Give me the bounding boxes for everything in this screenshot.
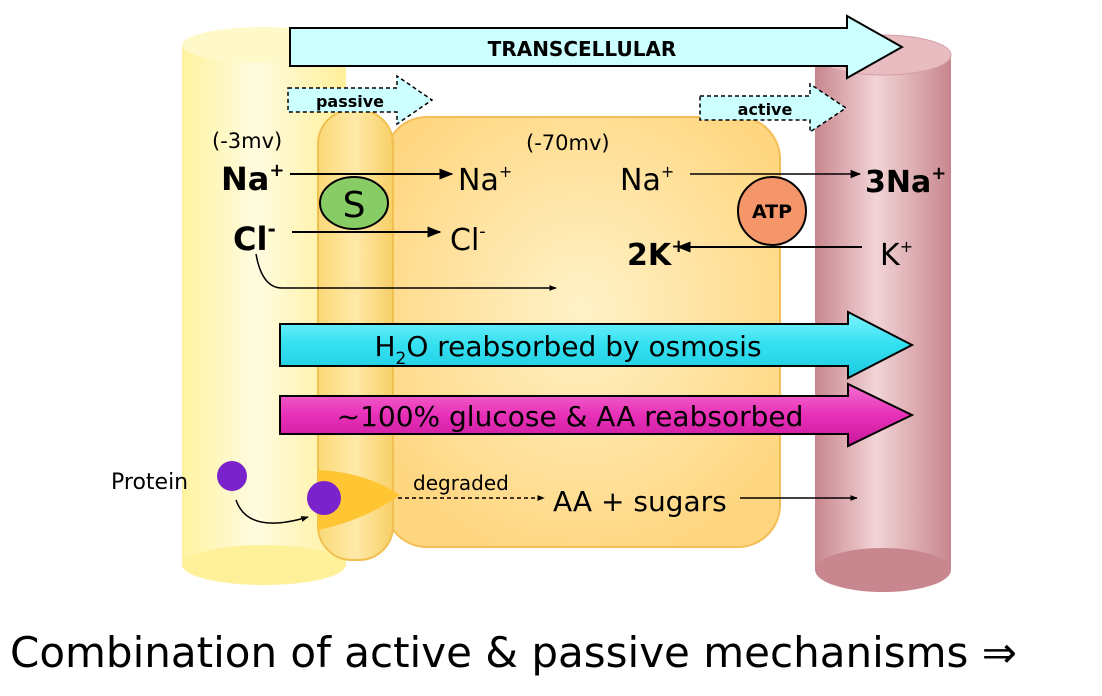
degraded-label: degraded: [413, 471, 509, 495]
protein-uptake-arrow: [235, 499, 309, 524]
active-arrow: active: [699, 82, 848, 134]
water-arrow: H2O reabsorbed by osmosis: [279, 310, 915, 380]
atp-pump: ATP: [737, 176, 807, 246]
cl-paracellular-arrow: [255, 253, 557, 291]
capillary-cylinder: [814, 34, 952, 592]
cell-na-right: Na+: [620, 162, 674, 198]
glucose-arrow: ~100% glucose & AA reabsorbed: [279, 382, 915, 448]
transcellular-arrow: TRANSCELLULAR: [289, 14, 905, 80]
lumen-cl: Cl-: [233, 217, 276, 258]
cell-potential: (-70mv): [526, 131, 610, 155]
protein-label: Protein: [111, 470, 188, 495]
cell-na: Na+: [458, 162, 512, 198]
aa-sugars-label: AA + sugars: [553, 485, 727, 518]
interstitial-k: K+: [880, 237, 913, 273]
lumen-potential: (-3mv): [212, 129, 282, 153]
cell-cl: Cl-: [450, 221, 486, 258]
interstitial-na: 3Na+: [865, 163, 946, 200]
slide-caption: Combination of active & passive mechanis…: [10, 628, 1017, 677]
atp-label: ATP: [752, 201, 792, 223]
passive-label: passive: [316, 92, 384, 111]
lumen-na: Na+: [221, 160, 284, 198]
endocytic-vesicle: [318, 470, 400, 530]
protein-molecule: [217, 461, 247, 491]
internalized-protein: [307, 481, 341, 515]
water-label: H2O reabsorbed by osmosis: [374, 330, 761, 369]
symporter: S: [319, 176, 389, 230]
symporter-label: S: [343, 185, 366, 226]
passive-arrow: passive: [287, 74, 434, 126]
glucose-label: ~100% glucose & AA reabsorbed: [337, 400, 804, 433]
transcellular-label: TRANSCELLULAR: [488, 37, 677, 61]
active-label: active: [738, 100, 793, 119]
